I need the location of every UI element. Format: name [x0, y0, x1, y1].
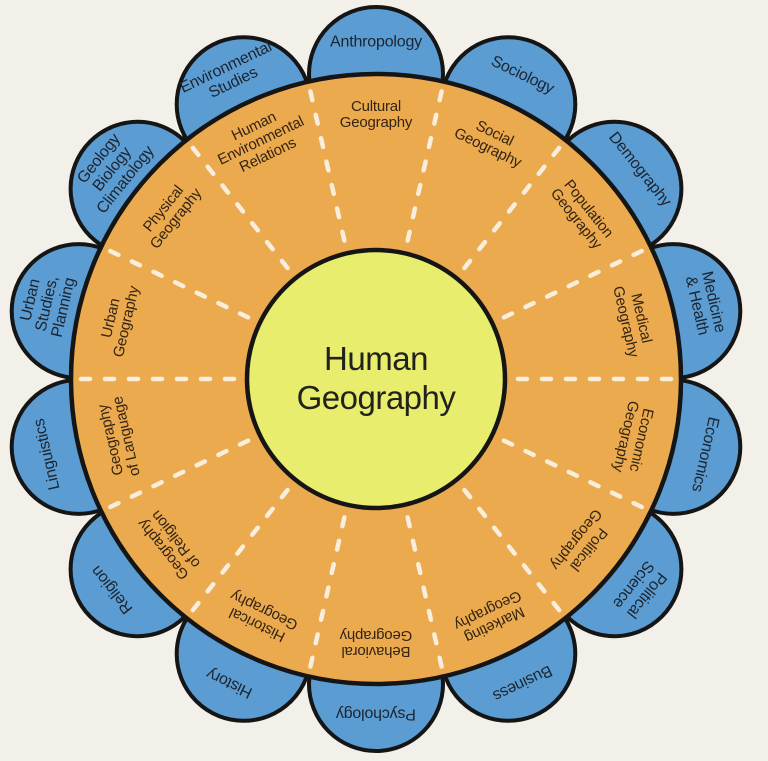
divider-line: [184, 487, 290, 620]
center-circle: [244, 247, 508, 511]
divider-line: [100, 438, 251, 513]
sector-divider-lines: [70, 81, 682, 677]
divider-line: [501, 438, 652, 513]
divider-line: [405, 515, 446, 677]
divider-line: [306, 81, 347, 243]
divider-line: [462, 487, 568, 620]
divider-line: [100, 245, 251, 320]
divider-line: [462, 138, 568, 271]
divider-line: [405, 81, 446, 243]
divider-line: [184, 138, 290, 271]
divider-line: [306, 515, 347, 677]
divider-line: [501, 245, 652, 320]
